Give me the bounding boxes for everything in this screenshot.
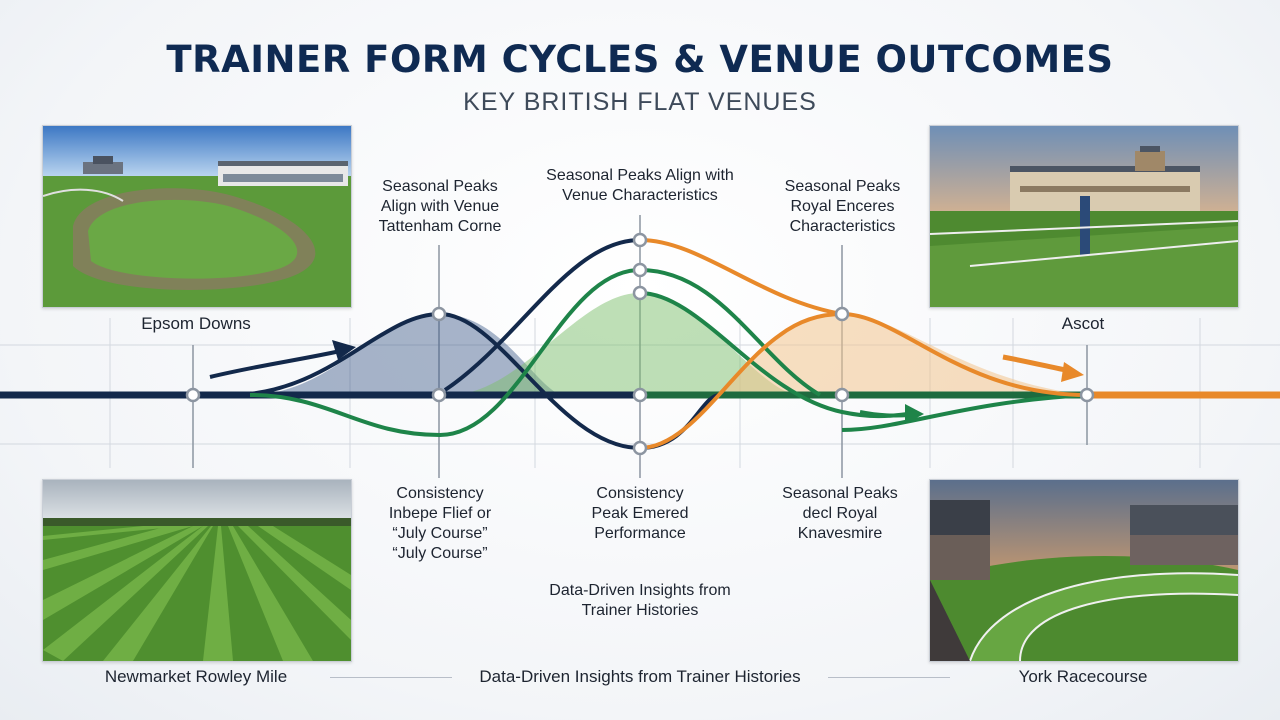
annotation-bottom-2: Consistency Peak Emered Performance	[591, 485, 689, 542]
nodes	[185, 232, 1095, 456]
node	[632, 387, 648, 403]
footer-caption: Data-Driven Insights from Trainer Histor…	[479, 667, 801, 686]
annotation-bottom-1: Consistency Inbepe Flief or “July Course…	[388, 485, 492, 562]
annotation-top-2: Seasonal Peaks Align with Venue Characte…	[546, 167, 734, 204]
annotation-top-1: Seasonal Peaks Align with Venue Tattenha…	[378, 178, 502, 235]
node	[1079, 387, 1095, 403]
footer-rule-left	[330, 677, 452, 678]
green-peak-area	[450, 292, 800, 395]
node	[185, 387, 201, 403]
annotation-bottom-3: Seasonal Peaks decl Royal Knavesmire	[782, 485, 898, 542]
arrow-navy	[209, 340, 356, 379]
annotation-top-3: Seasonal Peaks Royal Enceres Characteris…	[784, 178, 901, 235]
green-cycle-curve	[249, 267, 822, 438]
node	[632, 285, 648, 301]
orange-peak-area	[720, 314, 1087, 395]
newmarket-photo	[42, 479, 352, 662]
node	[632, 232, 648, 248]
node	[632, 440, 648, 456]
venue-label-ascot: Ascot	[1061, 314, 1105, 333]
epsom-downs-photo	[42, 125, 352, 308]
node	[834, 387, 850, 403]
node	[431, 306, 447, 322]
page-subtitle: KEY BRITISH FLAT VENUES	[463, 88, 817, 116]
york-racecourse-photo	[929, 479, 1239, 662]
ascot-photo	[929, 125, 1239, 308]
venue-label-epsom: Epsom Downs	[141, 314, 251, 333]
annotation-bottom-center: Data-Driven Insights from Trainer Histor…	[549, 582, 731, 619]
node	[632, 262, 648, 278]
venue-label-newmarket: Newmarket Rowley Mile	[104, 667, 288, 686]
node	[834, 306, 850, 322]
orange-rising-curve	[639, 312, 843, 450]
green-late-curve	[841, 393, 1088, 432]
node	[431, 387, 447, 403]
page-title: TRAINER FORM CYCLES & VENUE OUTCOMES	[166, 38, 1114, 81]
navy-to-green-curve	[443, 238, 641, 392]
venue-label-york: York Racecourse	[1018, 667, 1148, 686]
footer-rule-right	[828, 677, 950, 678]
arrow-orange	[1002, 354, 1084, 382]
arrow-green	[859, 404, 924, 424]
